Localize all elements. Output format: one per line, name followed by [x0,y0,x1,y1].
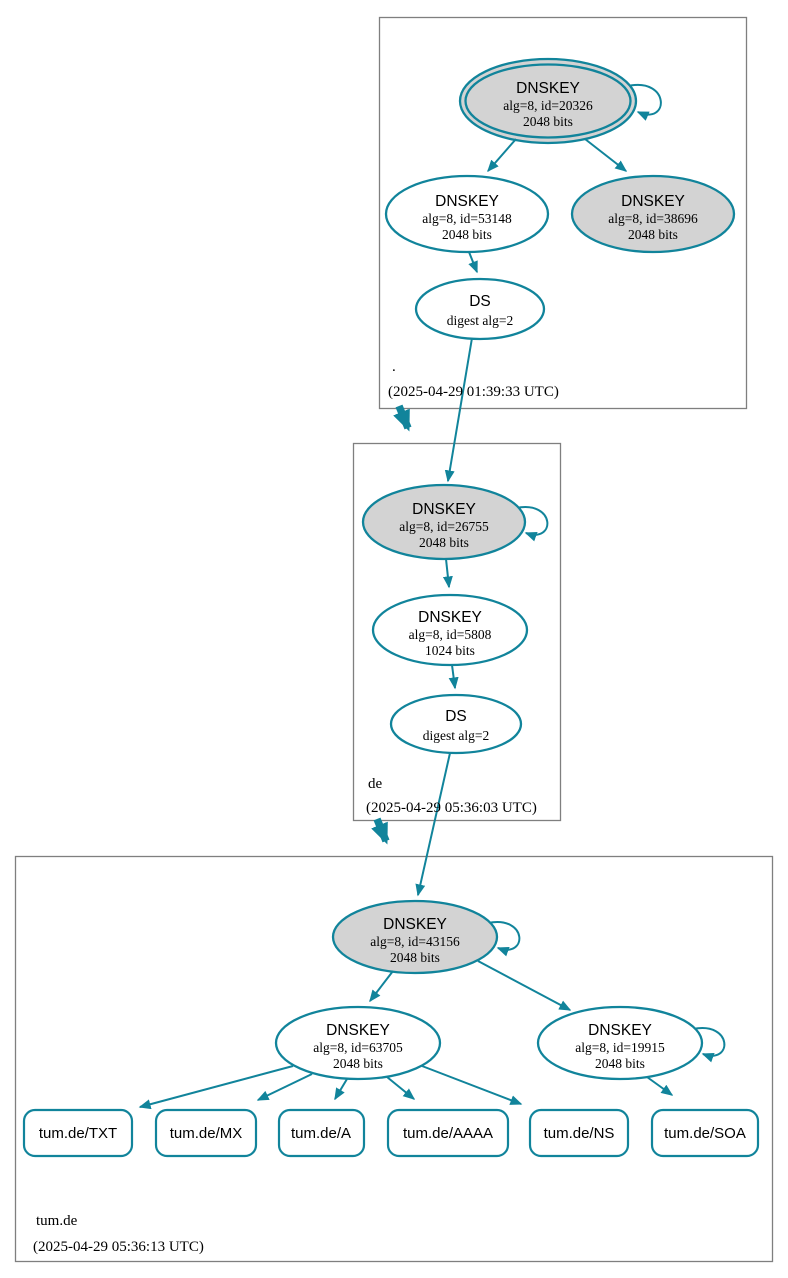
edge-root-ds-to-de-ksk [444,337,473,483]
rrset-tumde-txt: tum.de/TXT [22,1108,134,1158]
root-ds-detail: digest alg=2 [447,313,513,328]
edge-root-ksk-self-sign [627,83,662,121]
de-ksk-title: DNSKEY [412,501,476,518]
zone-timestamp-root: (2025-04-29 01:39:33 UTC) [388,384,559,400]
tumde-ksk-detail: alg=8, id=43156 [370,934,460,949]
de-zsk-node: DNSKEY alg=8, id=5808 1024 bits [371,593,529,667]
edge-zsk63705-to-ns [421,1065,523,1105]
root-ds-node: DS digest alg=2 [414,277,546,341]
root-key38696-node: DNSKEY alg=8, id=38696 2048 bits [570,174,736,254]
delegation-arrow-de-to-tumde [371,817,390,845]
de-ds-detail: digest alg=2 [423,728,489,743]
edge-zsk63705-to-txt [138,1065,294,1110]
edge-tumde-ksk-self-sign [487,921,521,957]
de-zsk-title: DNSKEY [418,609,482,626]
zone-label-tumde: tum.de [36,1213,78,1229]
root-key38696-detail: alg=8, id=38696 [608,211,698,226]
root-zsk-node: DNSKEY alg=8, id=53148 2048 bits [384,174,550,254]
edge-tumde-ksk-to-zsk19915 [477,960,572,1011]
rrset-tumde-a-label: tum.de/A [291,1125,351,1142]
tumde-ksk-bits: 2048 bits [390,950,440,965]
rrset-tumde-mx-label: tum.de/MX [170,1125,243,1142]
tumde-zsk19915-title: DNSKEY [588,1022,652,1039]
rrset-tumde-aaaa-label: tum.de/AAAA [403,1125,493,1142]
zone-label-de: de [368,776,383,792]
edge-de-zsk-to-ds [448,664,459,690]
de-ds-node: DS digest alg=2 [389,693,523,755]
de-ksk-bits: 2048 bits [419,535,469,550]
edge-tumde-zsk19915-self-sign [692,1027,726,1063]
root-zsk-bits: 2048 bits [442,227,492,242]
tumde-zsk63705-title: DNSKEY [326,1022,390,1039]
rrset-tumde-txt-label: tum.de/TXT [39,1125,117,1142]
rrset-tumde-ns: tum.de/NS [528,1108,630,1158]
root-ksk-detail: alg=8, id=20326 [503,98,593,113]
rrset-tumde-mx: tum.de/MX [154,1108,258,1158]
delegation-arrow-root-to-de [393,404,412,432]
rrset-tumde-soa-label: tum.de/SOA [664,1125,746,1142]
tumde-zsk19915-detail: alg=8, id=19915 [575,1040,665,1055]
root-zsk-title: DNSKEY [435,193,499,210]
rrset-tumde-ns-label: tum.de/NS [544,1125,615,1142]
edge-de-ksk-to-zsk [442,558,453,589]
de-ds-title: DS [445,708,467,725]
tumde-ksk-title: DNSKEY [383,916,447,933]
root-ds-title: DS [469,293,491,310]
root-key38696-bits: 2048 bits [628,227,678,242]
zone-timestamp-tumde: (2025-04-29 05:36:13 UTC) [33,1239,204,1255]
rrset-tumde-aaaa: tum.de/AAAA [386,1108,510,1158]
rrset-tumde-soa: tum.de/SOA [650,1108,760,1158]
edge-de-ksk-self-sign [515,506,549,542]
de-zsk-bits: 1024 bits [425,643,475,658]
edge-zsk63705-to-mx [256,1073,313,1101]
zone-timestamp-de: (2025-04-29 05:36:03 UTC) [366,800,537,816]
edge-root-ksk-to-zsk53148 [487,138,517,173]
tumde-zsk63705-node: DNSKEY alg=8, id=63705 2048 bits [274,1005,442,1081]
root-ksk-bits: 2048 bits [523,114,573,129]
tumde-zsk63705-detail: alg=8, id=63705 [313,1040,403,1055]
root-key38696-title: DNSKEY [621,193,685,210]
tumde-zsk19915-bits: 2048 bits [595,1056,645,1071]
edge-zsk19915-to-soa [646,1076,674,1096]
root-ksk-node: DNSKEY alg=8, id=20326 2048 bits [458,57,638,145]
edge-tumde-ksk-to-zsk63705 [369,970,394,1003]
tumde-zsk19915-node: DNSKEY alg=8, id=19915 2048 bits [536,1005,704,1081]
tumde-zsk63705-bits: 2048 bits [333,1056,383,1071]
edge-root-zsk-to-ds [468,251,478,274]
de-zsk-detail: alg=8, id=5808 [409,627,492,642]
root-zsk-detail: alg=8, id=53148 [422,211,512,226]
rrset-tumde-a: tum.de/A [277,1108,366,1158]
edge-root-ksk-to-key38696 [584,138,628,172]
edge-zsk63705-to-aaaa [386,1076,416,1100]
root-ksk-title: DNSKEY [516,80,580,97]
edge-zsk63705-to-a [334,1078,348,1101]
zone-label-root: . [392,359,396,375]
zone-box-tumde [14,855,774,1263]
zone-box-root [378,16,748,410]
de-ksk-detail: alg=8, id=26755 [399,519,489,534]
edge-de-ds-to-tumde-ksk [415,752,451,897]
de-ksk-node: DNSKEY alg=8, id=26755 2048 bits [361,483,527,561]
zone-box-de [352,442,562,822]
tumde-ksk-node: DNSKEY alg=8, id=43156 2048 bits [331,899,499,975]
